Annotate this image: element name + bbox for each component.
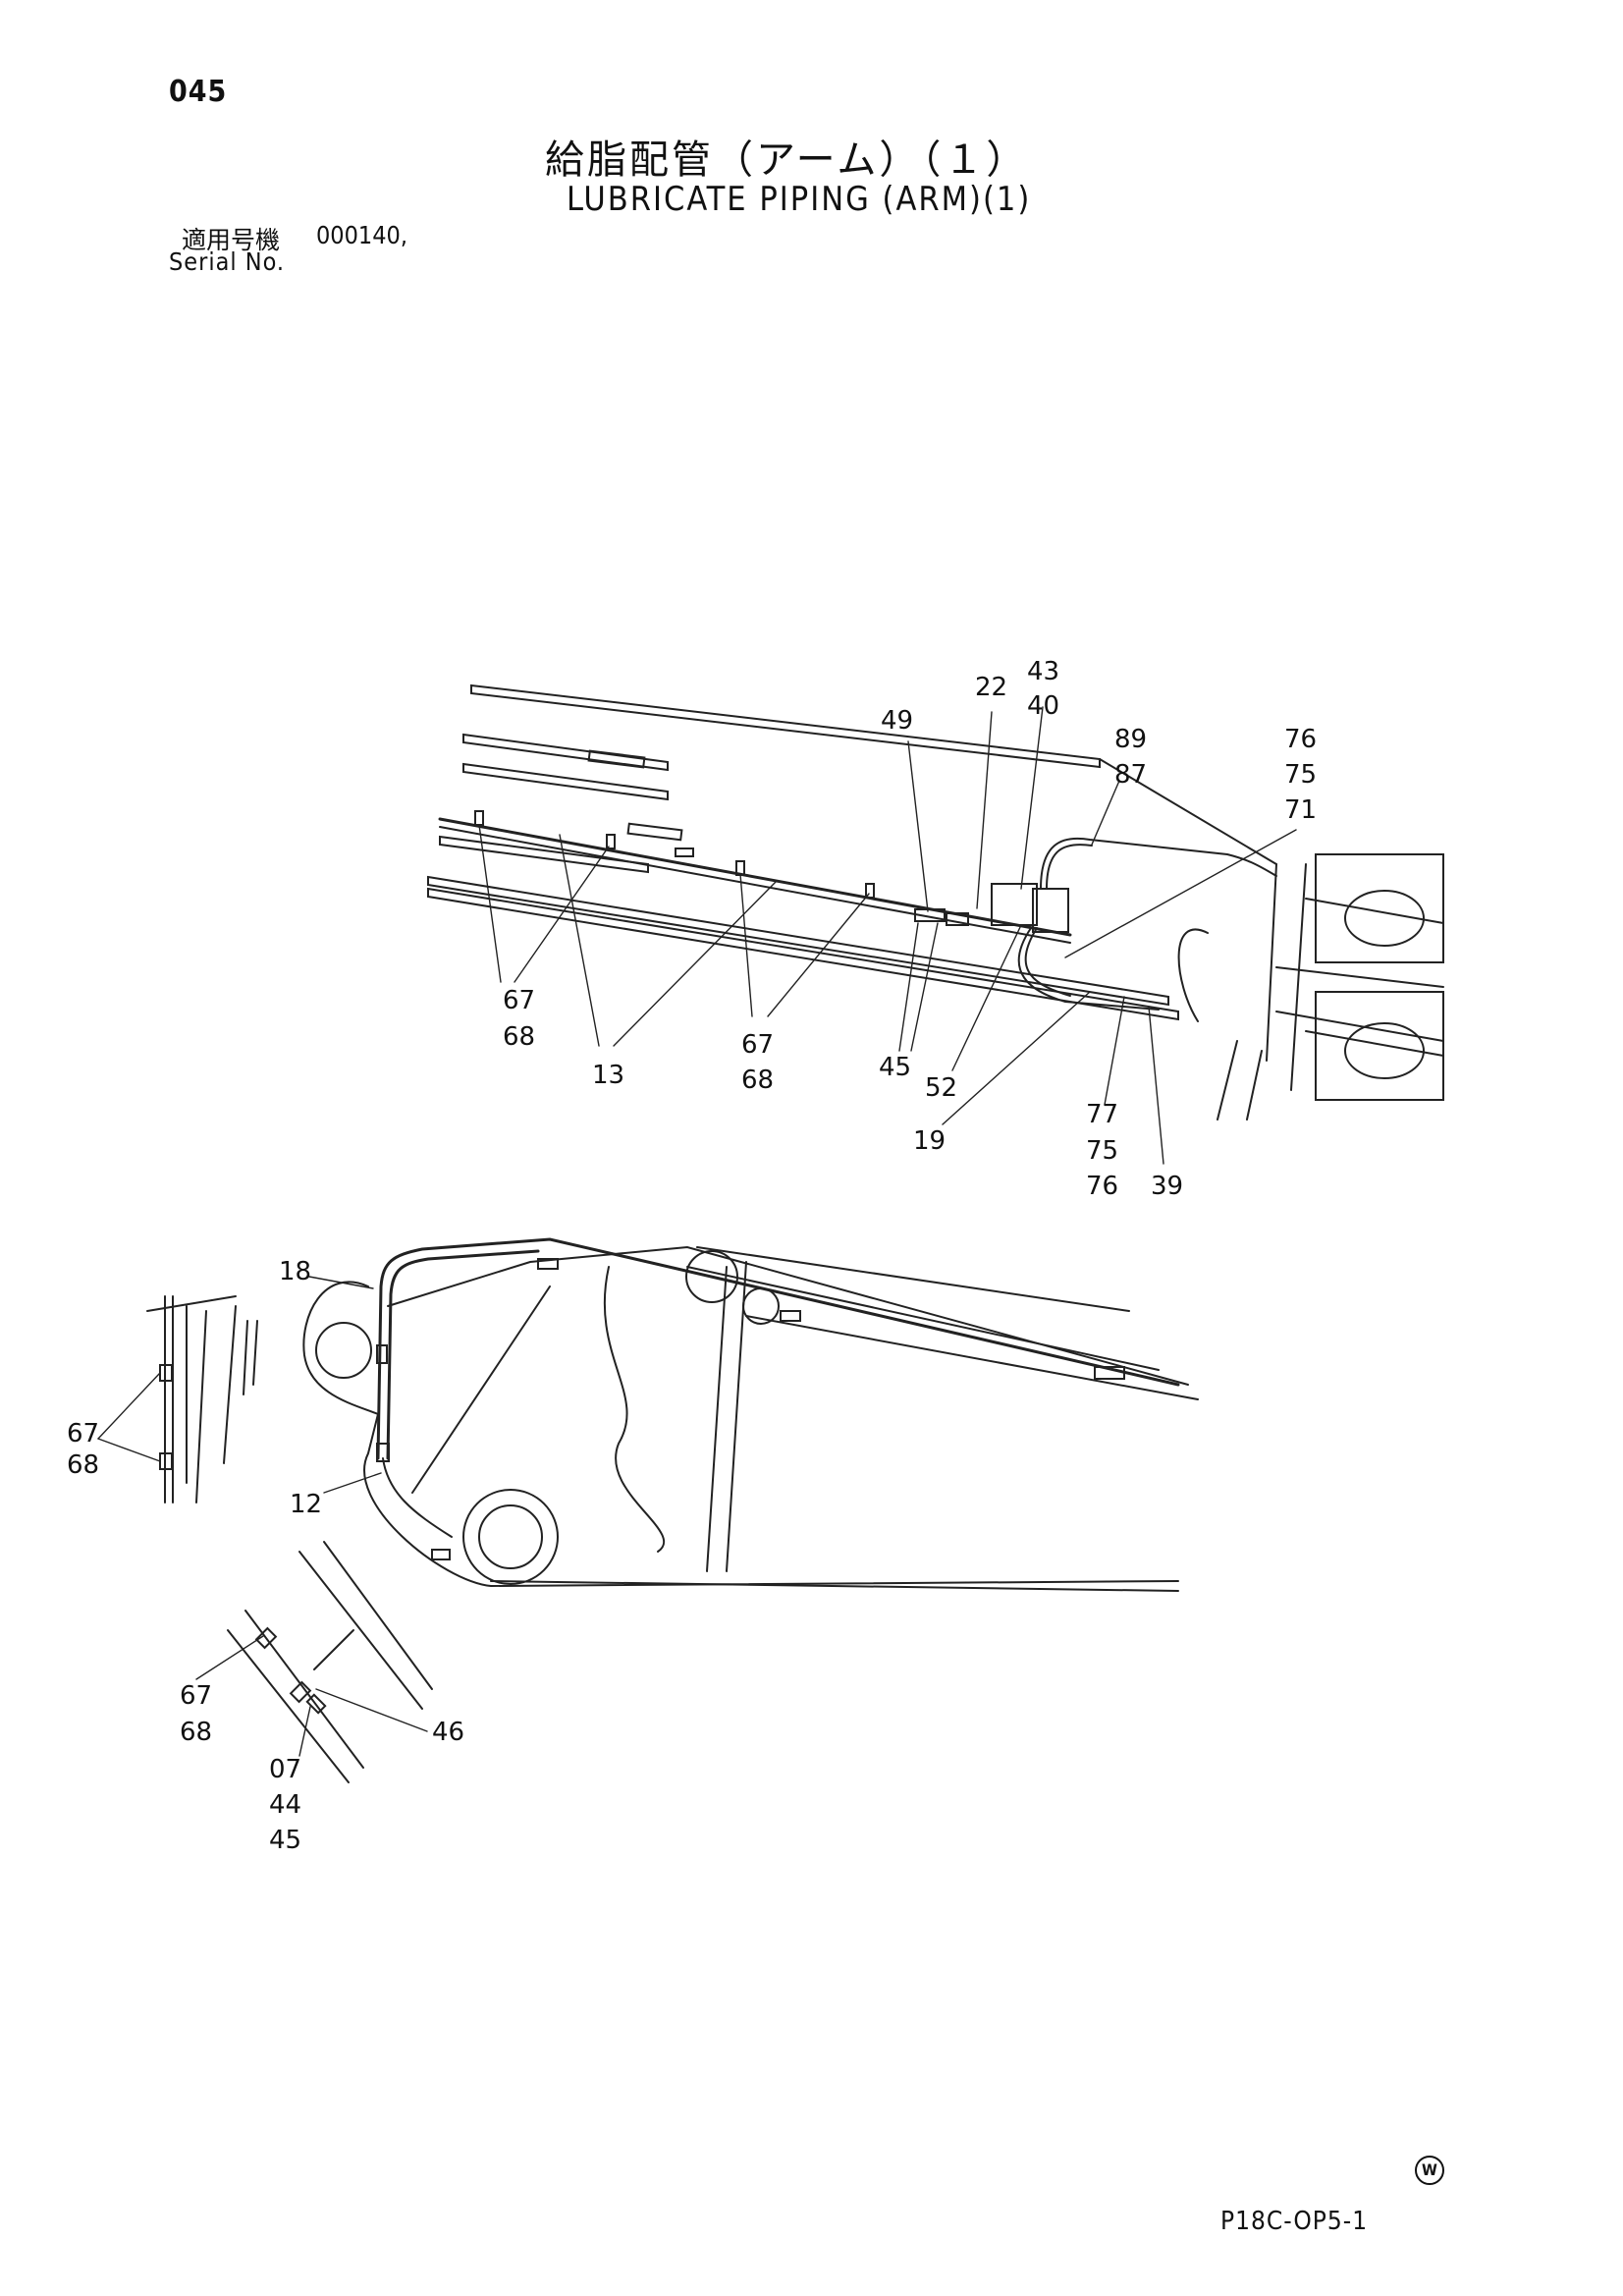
callout-46: 46 [432,1718,464,1747]
callout-67-d: 67 [180,1681,212,1711]
arm-lower-rail [427,887,1179,1021]
serial-value: 000140, [316,221,407,249]
pin-boss [462,1489,559,1585]
arm-plate [462,733,669,772]
arm-body-outline [302,1245,1189,1588]
arm-slot [587,749,646,769]
callout-68-b: 68 [741,1066,774,1095]
hose-87 [1040,837,1277,890]
detail-left [146,1295,258,1503]
fitting [675,847,694,857]
fitting-40 [946,912,969,926]
page-number: 045 [169,75,228,109]
callout-68-a: 68 [503,1022,535,1052]
callout-89: 89 [1114,725,1147,754]
callout-75-bottom: 75 [1086,1136,1118,1166]
callout-67-b: 67 [741,1030,774,1060]
arm-end-frame [1217,1040,1263,1121]
fitting [431,1549,451,1560]
callout-45-bottom: 45 [269,1826,301,1855]
distributor-block [991,883,1038,926]
serial-label-japanese: 適用号機 [182,226,281,254]
callout-18: 18 [279,1257,311,1286]
arm-body-outline [686,1266,1199,1400]
title-japanese: 給脂配管（アーム）（１） [545,137,1029,183]
callout-75-top: 75 [1284,760,1317,790]
leader-lines [97,706,1297,1757]
callout-13: 13 [592,1061,624,1090]
arm-slot [626,822,683,842]
arm-plate [439,835,649,874]
callout-40: 40 [1027,691,1059,721]
callout-12: 12 [290,1490,322,1519]
clamp-67 [606,834,616,849]
callout-44: 44 [269,1790,301,1820]
arm-body-outline [490,1246,1179,1592]
hose-87 [1046,844,1093,890]
clamp-67 [865,883,875,899]
callout-76-bottom: 76 [1086,1172,1118,1201]
callout-22: 22 [975,673,1007,702]
pipe-13 [438,817,1072,937]
lower-arm-view [302,1237,1199,1592]
pin-boss [315,1322,372,1379]
document-code: P18C-OP5-1 [1220,2207,1369,2236]
fitting [376,1443,390,1462]
callout-68-c: 68 [67,1450,99,1480]
fitting [537,1258,559,1270]
callouts: 22 43 40 49 89 87 76 75 71 67 68 13 67 6… [67,657,1317,1855]
hose-52 [1024,927,1071,997]
callout-68-d: 68 [180,1718,212,1747]
callout-19: 19 [913,1126,946,1156]
callout-71: 71 [1284,795,1317,825]
callout-67-a: 67 [503,986,535,1015]
upper-arm-view [427,683,1444,1121]
callout-52: 52 [925,1073,957,1103]
pin-boss [685,1250,738,1303]
hose-12 [386,1249,540,1460]
hose-52 [1017,927,1160,1011]
distributor-block [1032,888,1069,933]
clamp-67 [474,810,484,826]
arm-top-rail [470,683,1101,769]
callout-45-top: 45 [879,1053,911,1082]
callout-39: 39 [1151,1172,1183,1201]
hose-18 [376,1237,1180,1460]
callout-49: 49 [881,706,913,736]
fitting [376,1344,388,1364]
fitting [780,1310,801,1322]
callout-87: 87 [1114,760,1147,790]
arm-end-frame [1099,758,1277,1022]
arm-lower-rail [427,875,1169,1007]
hose-12 [382,1457,453,1538]
detail-bottom [227,1541,433,1783]
callout-67-c: 67 [67,1419,99,1449]
callout-76-top: 76 [1284,725,1317,754]
serial-label-english: Serial No. [169,247,286,276]
callout-07: 07 [269,1755,301,1784]
arm-end-frame [1266,863,1307,1091]
fitting-45 [914,908,946,922]
arm-plate [462,762,669,801]
w-circle-mark: W [1415,2156,1444,2185]
pin-boss [1275,853,1444,1101]
pin-boss [478,1504,543,1569]
callout-77: 77 [1086,1100,1118,1129]
pipe-13 [439,826,1071,944]
callout-43: 43 [1027,657,1059,686]
fitting [1094,1366,1125,1380]
title-english: LUBRICATE PIPING (ARM)(1) [567,180,1032,219]
